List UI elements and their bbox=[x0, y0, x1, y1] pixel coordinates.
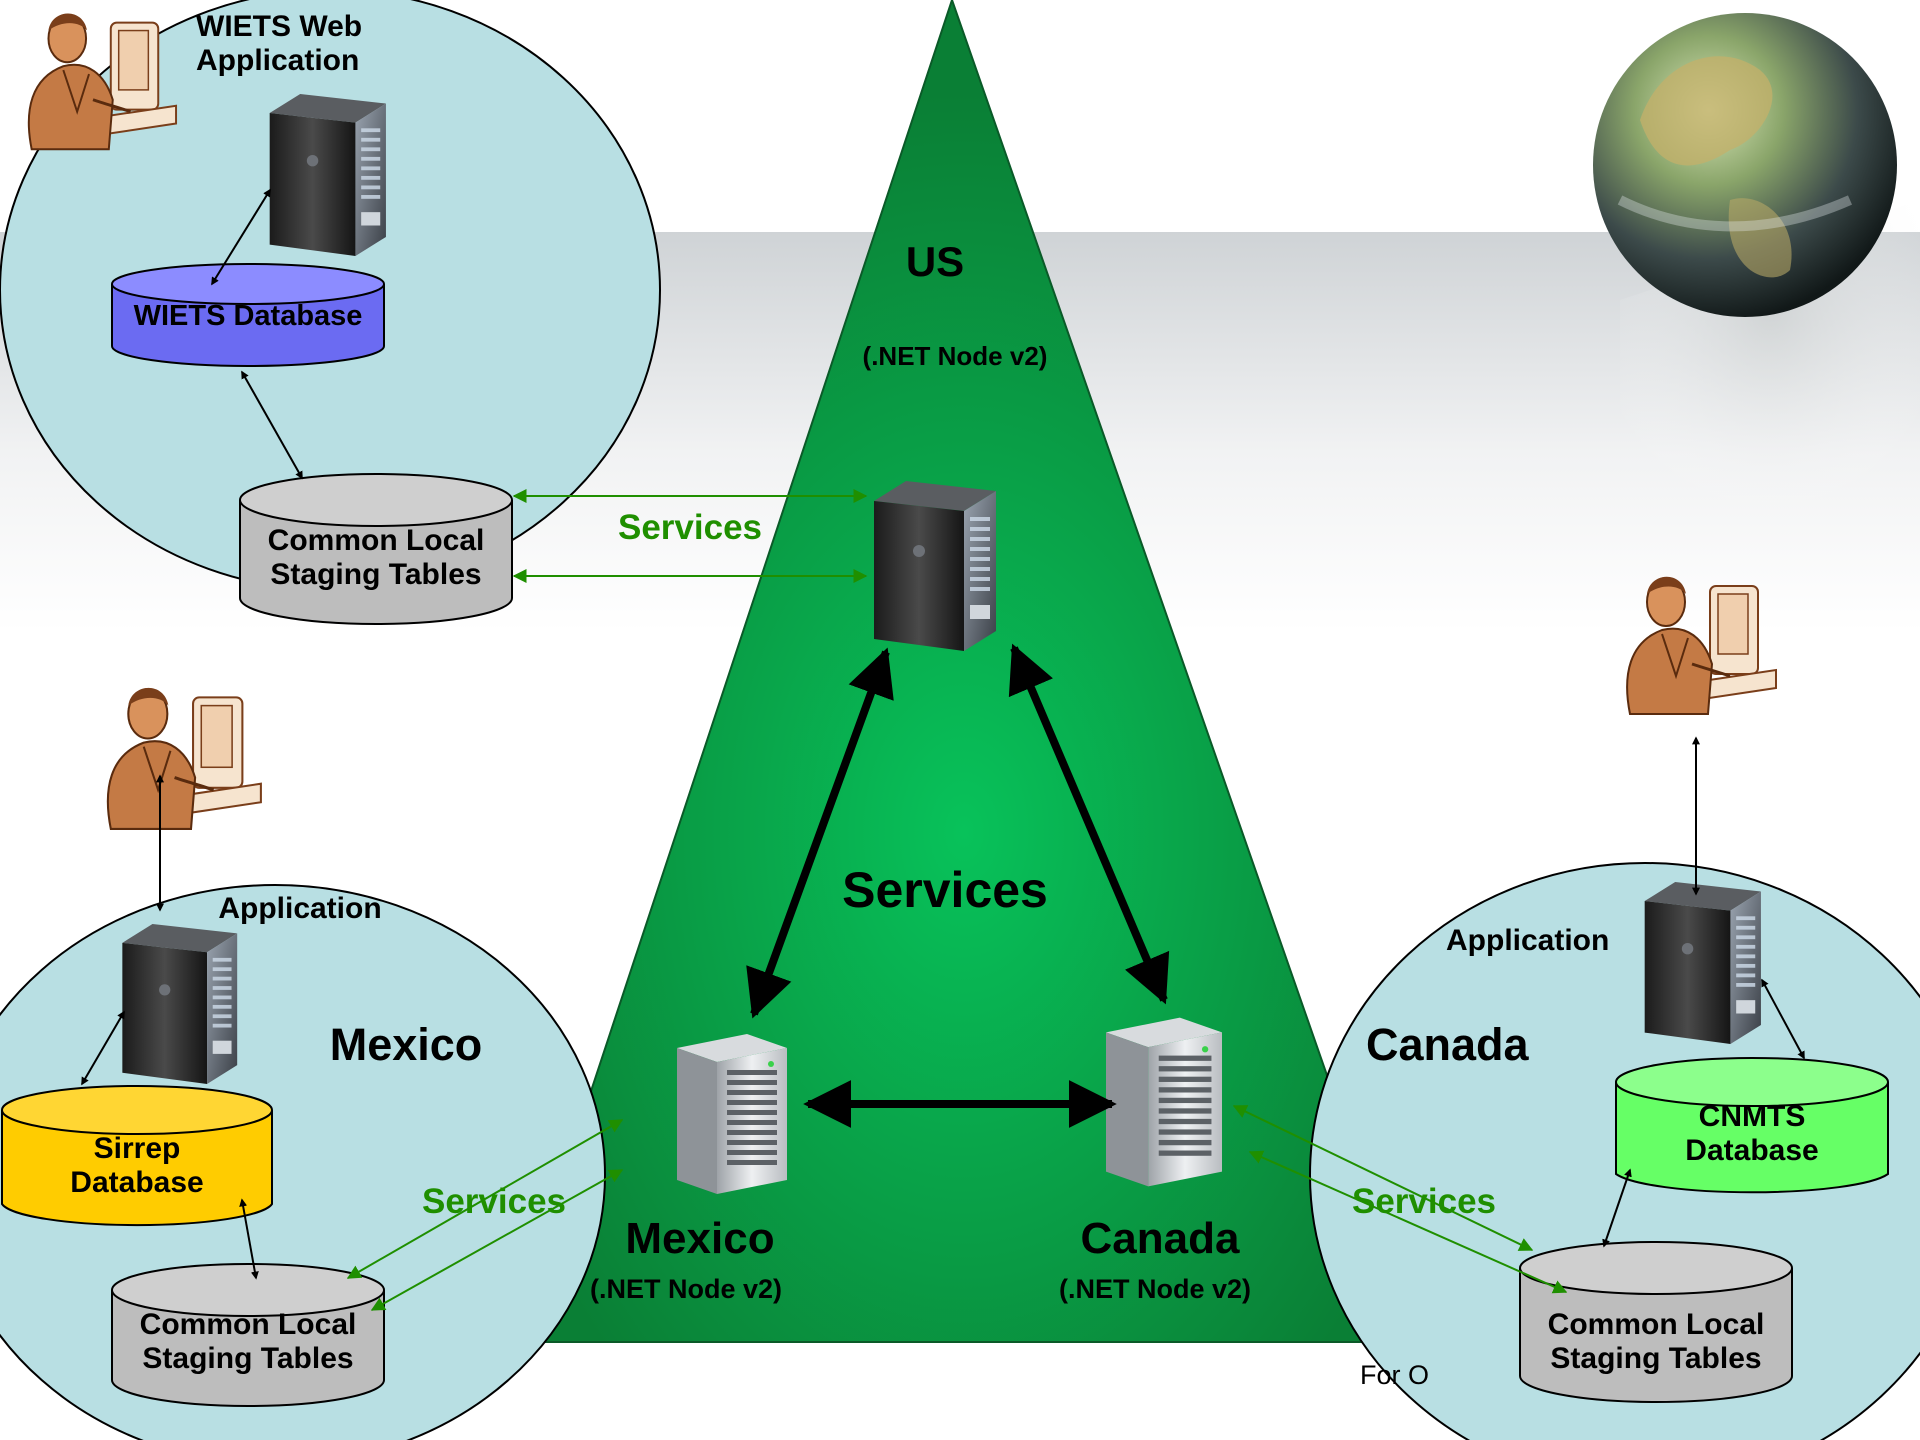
network-triangle bbox=[506, 0, 1422, 1343]
footer-fragment-text: For O bbox=[1360, 1360, 1430, 1390]
us-node-title: US bbox=[905, 238, 965, 285]
wiets-services-label: Services bbox=[617, 508, 763, 547]
wiets-app-label-line1: WIETS Web bbox=[196, 10, 363, 43]
mexico-db-staging-link bbox=[239, 1198, 259, 1280]
cnmts-db-line2: Database bbox=[1685, 1133, 1819, 1167]
mexico-staging-line2: Staging Tables bbox=[142, 1341, 354, 1375]
us-canada-link bbox=[1008, 643, 1170, 1005]
canada-staging-line1: Common Local bbox=[1547, 1308, 1765, 1341]
mexico-node-version: (.NET Node v2) bbox=[590, 1274, 783, 1304]
mexico-service-link-2 bbox=[370, 1169, 624, 1311]
us-node-version: (.NET Node v2) bbox=[862, 341, 1048, 371]
us-node-server-icon bbox=[874, 481, 996, 651]
center-services-label: Services bbox=[842, 862, 1048, 918]
canada-service-link-2 bbox=[1248, 1150, 1568, 1294]
wiets-staging-label: Common Local Staging Tables bbox=[240, 524, 512, 591]
wiets-database-label: WIETS Database bbox=[133, 300, 363, 332]
us-mexico-link bbox=[746, 647, 894, 1019]
canada-staging-label: Common Local Staging Tables bbox=[1520, 1308, 1792, 1375]
mexico-services-label: Services bbox=[421, 1182, 567, 1221]
mexico-app-db-link bbox=[81, 1010, 125, 1086]
canada-staging-cylinder bbox=[1519, 1241, 1793, 1403]
sirrep-database-cylinder bbox=[1, 1085, 273, 1227]
wiets-app-label-line2: Application bbox=[196, 43, 360, 77]
canada-application-label: Application bbox=[1446, 924, 1610, 957]
mexico-staging-cylinder bbox=[111, 1263, 385, 1407]
globe-icon bbox=[1593, 13, 1897, 317]
canada-db-staging-link bbox=[1602, 1168, 1632, 1248]
wiets-staging-line1: Common Local bbox=[267, 524, 485, 557]
canada-node-version: (.NET Node v2) bbox=[1058, 1274, 1252, 1304]
mexico-node-server-icon bbox=[677, 1034, 787, 1194]
canada-node-server-icon bbox=[1106, 1017, 1222, 1187]
cnmts-db-line1: CNMTS bbox=[1698, 1100, 1806, 1133]
mexico-staging-line1: Common Local bbox=[139, 1308, 357, 1341]
mexico-staging-label: Common Local Staging Tables bbox=[112, 1308, 384, 1375]
mexico-app-server-icon bbox=[122, 924, 238, 1084]
wiets-staging-cylinder bbox=[239, 473, 513, 625]
sirrep-database-label: Sirrep Database bbox=[2, 1132, 272, 1199]
canada-node-title: Canada bbox=[1080, 1214, 1240, 1263]
canada-staging-line2: Staging Tables bbox=[1550, 1341, 1762, 1375]
mexico-region-title: Mexico bbox=[329, 1019, 483, 1070]
wiets-app-server-icon bbox=[269, 94, 386, 256]
wiets-staging-line2: Staging Tables bbox=[270, 557, 482, 591]
user-mexico-icon bbox=[106, 686, 263, 831]
sirrep-db-line2: Database bbox=[70, 1165, 204, 1199]
canada-services-label: Services bbox=[1351, 1182, 1497, 1221]
wiets-db-staging-link bbox=[241, 370, 303, 480]
cnmts-database-cylinder bbox=[1615, 1057, 1889, 1194]
sirrep-db-line1: Sirrep bbox=[93, 1132, 181, 1165]
wiets-app-label: WIETS Web Application bbox=[196, 10, 376, 77]
wiets-app-db-link bbox=[211, 188, 271, 286]
canada-app-server-icon bbox=[1644, 882, 1761, 1044]
mexico-application-label: Application bbox=[218, 892, 382, 925]
canada-region-title: Canada bbox=[1366, 1019, 1529, 1070]
canada-app-db-link bbox=[1761, 978, 1805, 1060]
cnmts-database-label: CNMTS Database bbox=[1616, 1100, 1888, 1167]
mexico-node-title: Mexico bbox=[625, 1214, 775, 1263]
